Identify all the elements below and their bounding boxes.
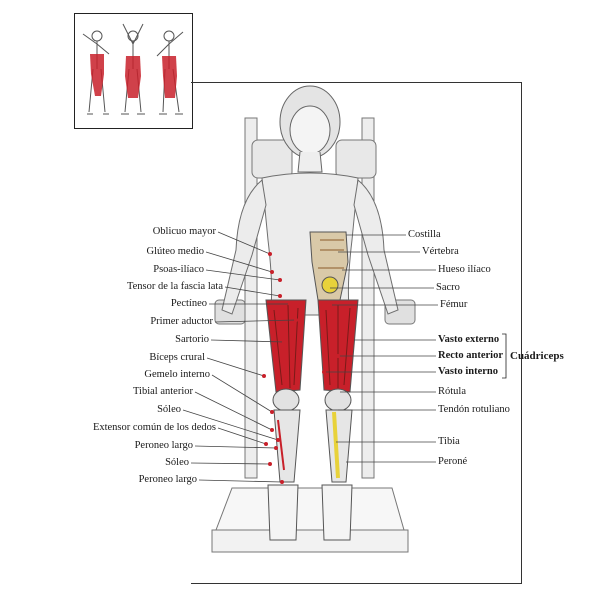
label-cuadriceps-group: Cuádriceps xyxy=(510,350,564,362)
label-vertebra: Vértebra xyxy=(422,246,459,257)
label-extensor-comun-dedos: Extensor común de los dedos xyxy=(92,422,216,433)
leader-lines-left xyxy=(182,231,297,483)
label-biceps-crural: Bíceps crural xyxy=(149,352,205,363)
illustration-frame xyxy=(191,82,522,584)
label-peroneo-largo-1: Peroneo largo xyxy=(134,440,193,451)
label-tendon-rotuliano: Tendón rotuliano xyxy=(438,404,510,415)
label-pectineo: Pectíneo xyxy=(170,298,207,309)
label-primer-aductor: Primer aductor xyxy=(150,316,213,327)
label-gluteo-medio: Glúteo medio xyxy=(146,246,204,257)
thumbnail-inset xyxy=(74,13,193,129)
label-soleo-2: Sóleo xyxy=(165,457,189,468)
label-soleo-1: Sóleo xyxy=(157,404,181,415)
label-tibial-anterior: Tibial anterior xyxy=(133,386,193,397)
label-hueso-iliaco: Hueso ilíaco xyxy=(438,264,491,275)
label-sacro: Sacro xyxy=(436,282,460,293)
label-tensor-fascia-lata: Tensor de la fascia lata xyxy=(126,281,223,292)
leader-lines-right xyxy=(324,234,507,463)
label-sartorio: Sartorio xyxy=(175,334,209,345)
muscle-markers xyxy=(262,252,354,484)
label-vasto-externo: Vasto externo xyxy=(438,334,500,345)
label-gemelo-interno: Gemelo interno xyxy=(144,369,210,380)
label-perone: Peroné xyxy=(438,456,468,467)
thumbnail-figures-icon xyxy=(82,23,184,115)
label-femur: Fémur xyxy=(440,299,468,310)
label-psoas-iliaco: Psoas-ilíaco xyxy=(153,264,204,275)
label-vasto-interno: Vasto interno xyxy=(438,366,498,377)
label-recto-anterior: Recto anterior xyxy=(438,350,504,361)
label-rotula: Rótula xyxy=(438,386,466,397)
label-tibia: Tibia xyxy=(438,436,460,447)
label-peroneo-largo-2: Peroneo largo xyxy=(138,474,197,485)
label-costilla: Costilla xyxy=(408,229,441,240)
machine-base xyxy=(211,529,409,553)
label-oblicuo-mayor: Oblicuo mayor xyxy=(152,226,216,237)
